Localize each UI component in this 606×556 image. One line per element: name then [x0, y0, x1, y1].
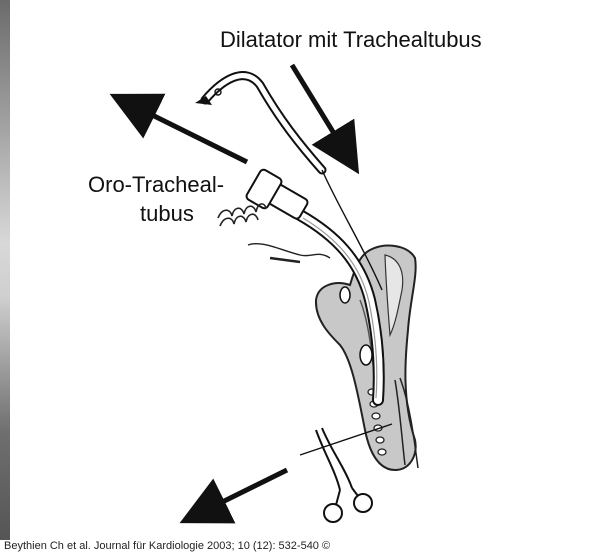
arrow-clamp-down-left [202, 470, 287, 512]
label-dilatator-mit-trachealtubus: Dilatator mit Trachealtubus [220, 27, 482, 53]
arrow-tube-up-left [132, 105, 247, 162]
label-oro-tracheal-line1: Oro-Tracheal- [88, 172, 224, 198]
photo-edge-strip [0, 0, 10, 540]
medical-illustration: Dilatator mit Trachealtubus Oro-Tracheal… [10, 0, 606, 540]
direction-arrows [132, 65, 346, 512]
label-oro-tracheal-line2: tubus [140, 201, 194, 227]
spring-connector [218, 204, 266, 226]
figure-caption: Beythien Ch et al. Journal für Kardiolog… [4, 540, 330, 552]
